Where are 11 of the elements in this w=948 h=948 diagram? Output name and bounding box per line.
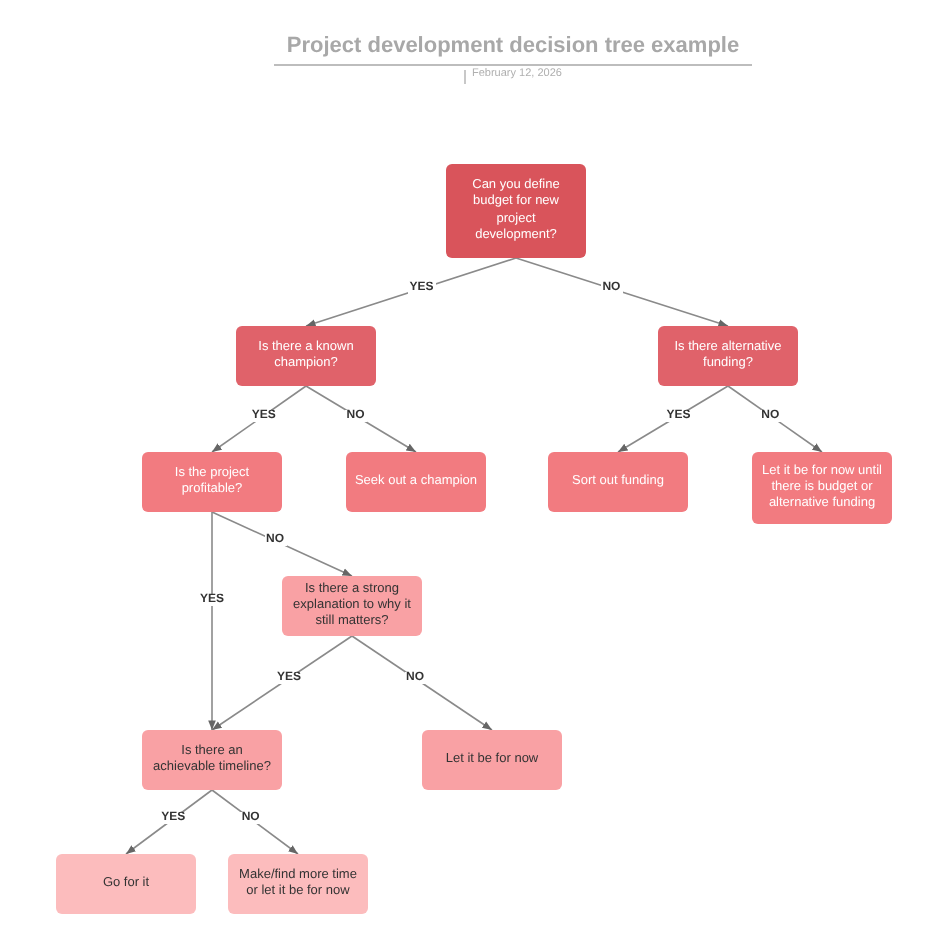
arrow	[211, 635, 353, 731]
arrow	[208, 511, 216, 731]
arrow	[305, 257, 517, 327]
arrow	[211, 511, 353, 577]
arrow	[351, 635, 493, 731]
arrow	[125, 789, 213, 855]
arrow	[211, 789, 299, 855]
diagram-title: Project development decision tree example	[284, 34, 742, 58]
arrow	[617, 385, 729, 453]
arrow	[211, 385, 307, 453]
arrow	[515, 257, 729, 327]
